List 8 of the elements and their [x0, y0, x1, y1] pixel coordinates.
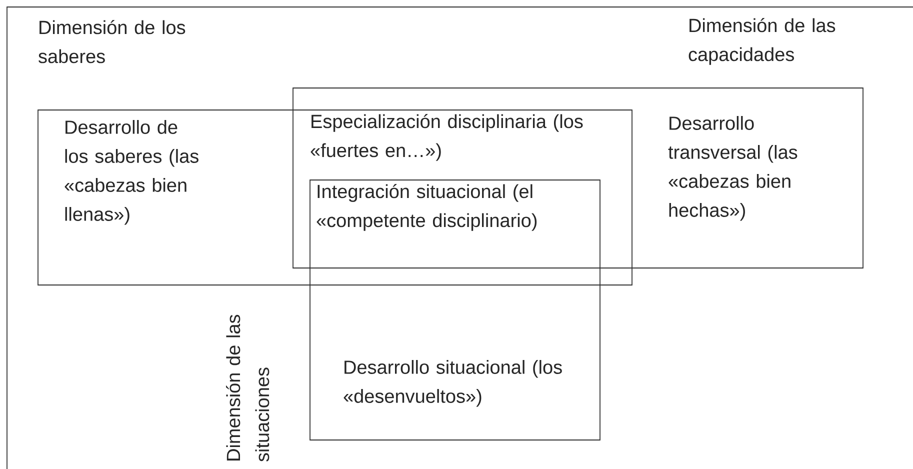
dimension-heading: Dimensión de las situaciones	[226, 314, 270, 462]
region-text: Desarrollo situacional (los «desenvueltos»)	[344, 360, 562, 407]
region-text: Integración situacional (el «competente disciplinario)	[316, 184, 537, 231]
dimension-heading: Dimensión de los saberes	[38, 20, 186, 64]
region-text: Desarrollo de los saberes (las «cabezas bien llenas»)	[64, 120, 198, 225]
region-text: Desarrollo transversal (las «cabezas bien hechas»)	[668, 116, 798, 221]
dimension-heading: Dimensión de las capacidades	[688, 18, 836, 65]
region-text: Especialización disciplinaria (los «fuertes en…»)	[310, 114, 583, 161]
